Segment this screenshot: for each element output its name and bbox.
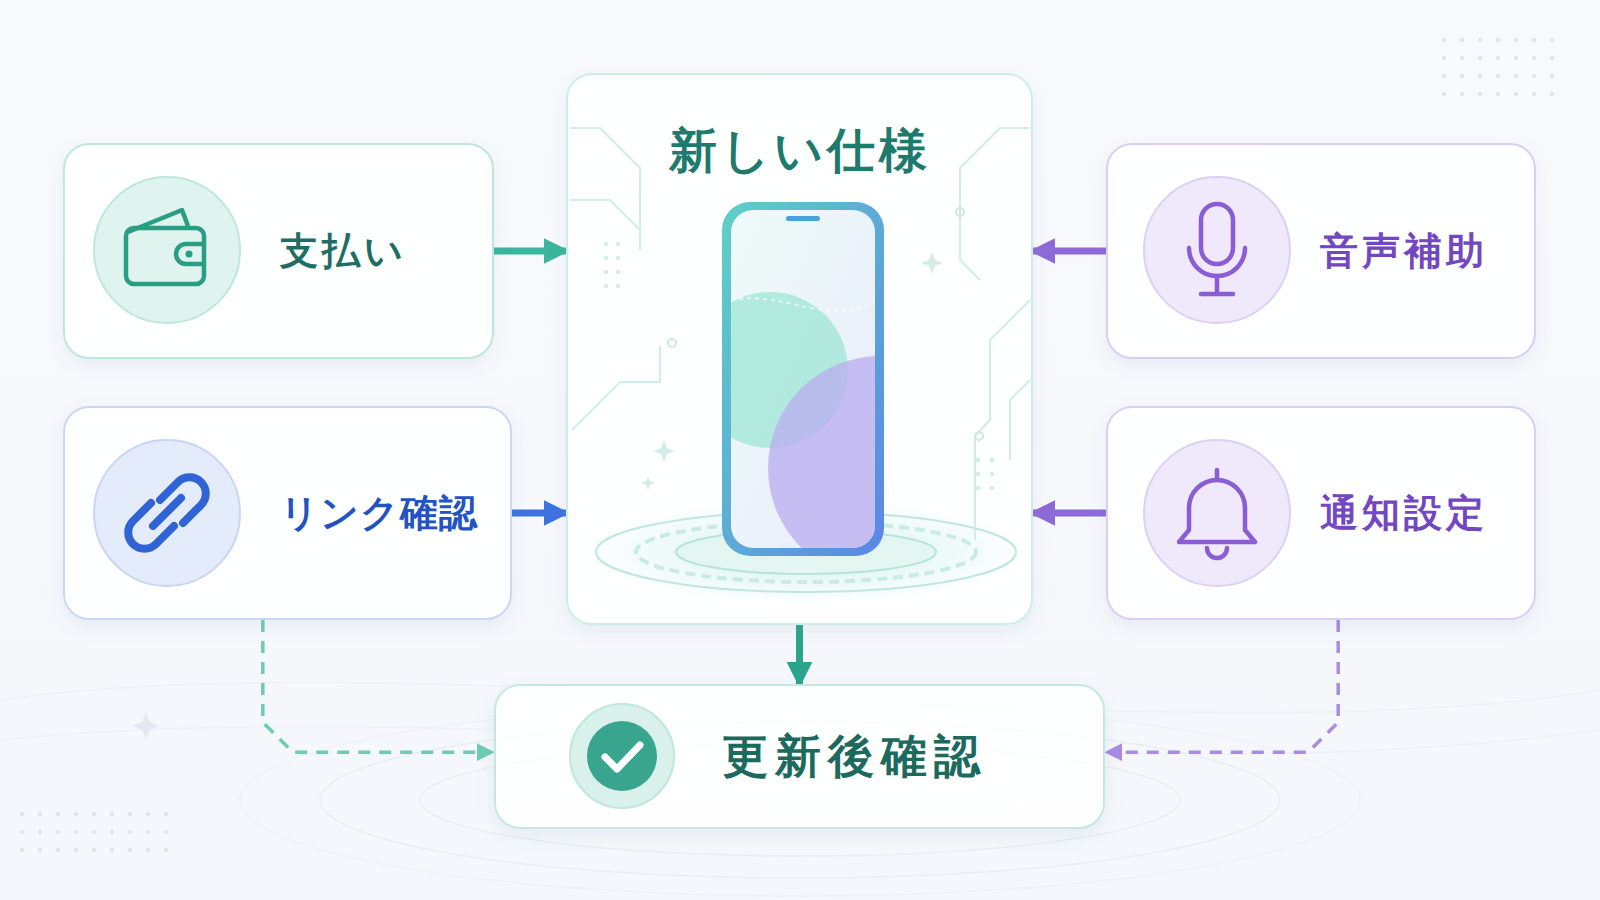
check-icon: [570, 704, 674, 808]
box-label: 支払い: [280, 226, 407, 277]
dashed-arrow: [263, 620, 492, 752]
phone-illustration: [692, 202, 992, 580]
panel-title: 新しい仕様: [669, 119, 931, 183]
wallet-icon: [94, 177, 240, 323]
flow-arrow: [796, 625, 803, 684]
dot-grid: [1432, 34, 1560, 106]
box-label: リンク確認: [280, 488, 478, 539]
dashed-arrow: [1107, 620, 1338, 752]
flow-arrow: [494, 248, 566, 255]
link-icon: [94, 440, 240, 586]
box-label: 通知設定: [1320, 488, 1488, 539]
flow-arrow: [1033, 248, 1106, 255]
sparkle: [132, 712, 160, 740]
dot-grid: [18, 806, 178, 854]
box-label: 音声補助: [1320, 226, 1488, 277]
bell-icon: [1144, 440, 1290, 586]
microphone-icon: [1144, 177, 1290, 323]
flow-arrow: [512, 510, 566, 517]
flow-arrow: [1033, 510, 1106, 517]
box-label: 更新後確認: [722, 726, 987, 788]
